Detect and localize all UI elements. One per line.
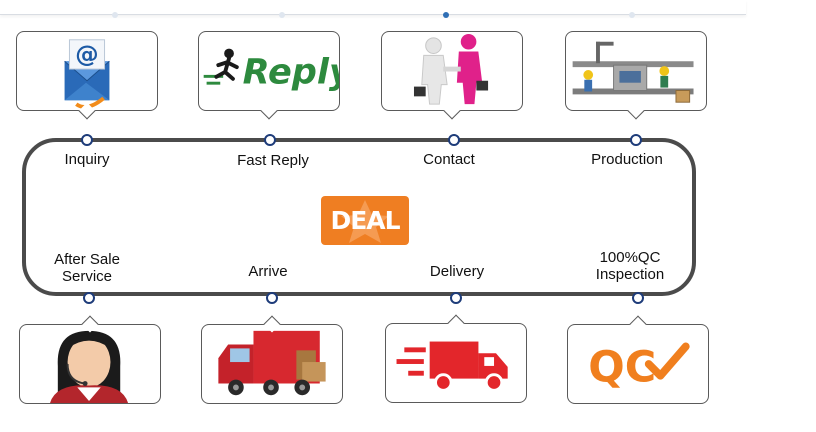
step-label-after-sale: After Sale Service [27, 251, 147, 285]
step-label-fast-reply: Fast Reply [213, 152, 333, 169]
svg-text:@: @ [75, 40, 98, 68]
step-label-delivery: Delivery [397, 263, 517, 280]
node-contact [448, 134, 460, 146]
node-after-sale [83, 292, 95, 304]
handshake-icon [382, 32, 522, 110]
step-label-qc: 100%QC Inspection [571, 249, 689, 283]
card-qc: QC [567, 324, 709, 404]
qc-check-icon: QC [568, 325, 708, 403]
card-contact [381, 31, 523, 111]
top-dot-active [443, 12, 449, 18]
node-fast-reply [264, 134, 276, 146]
node-arrive [266, 292, 278, 304]
node-inquiry [81, 134, 93, 146]
top-dot [112, 12, 118, 18]
node-delivery [450, 292, 462, 304]
reply-logo-text: Reply [243, 52, 339, 93]
factory-line-icon [566, 32, 706, 110]
deal-badge: DEAL [321, 196, 409, 245]
step-label-inquiry: Inquiry [27, 151, 147, 168]
step-label-contact: Contact [389, 151, 509, 168]
card-inquiry: @ [16, 31, 158, 111]
support-agent-icon [20, 325, 160, 403]
step-label-production: Production [567, 151, 687, 168]
node-production [630, 134, 642, 146]
cargo-truck-icon [202, 325, 342, 403]
fast-delivery-truck-icon [386, 324, 526, 402]
card-after-sale [19, 324, 161, 404]
qc-logo-text: QC [588, 343, 656, 393]
card-delivery [385, 323, 527, 403]
card-fast-reply: Reply [198, 31, 340, 111]
top-dot [279, 12, 285, 18]
card-arrive [201, 324, 343, 404]
card-production [565, 31, 707, 111]
step-label-arrive: Arrive [208, 263, 328, 280]
reply-runner-icon: Reply [199, 32, 339, 110]
deal-text: DEAL [321, 206, 409, 235]
email-icon: @ [17, 32, 157, 110]
top-dot [629, 12, 635, 18]
node-qc [632, 292, 644, 304]
